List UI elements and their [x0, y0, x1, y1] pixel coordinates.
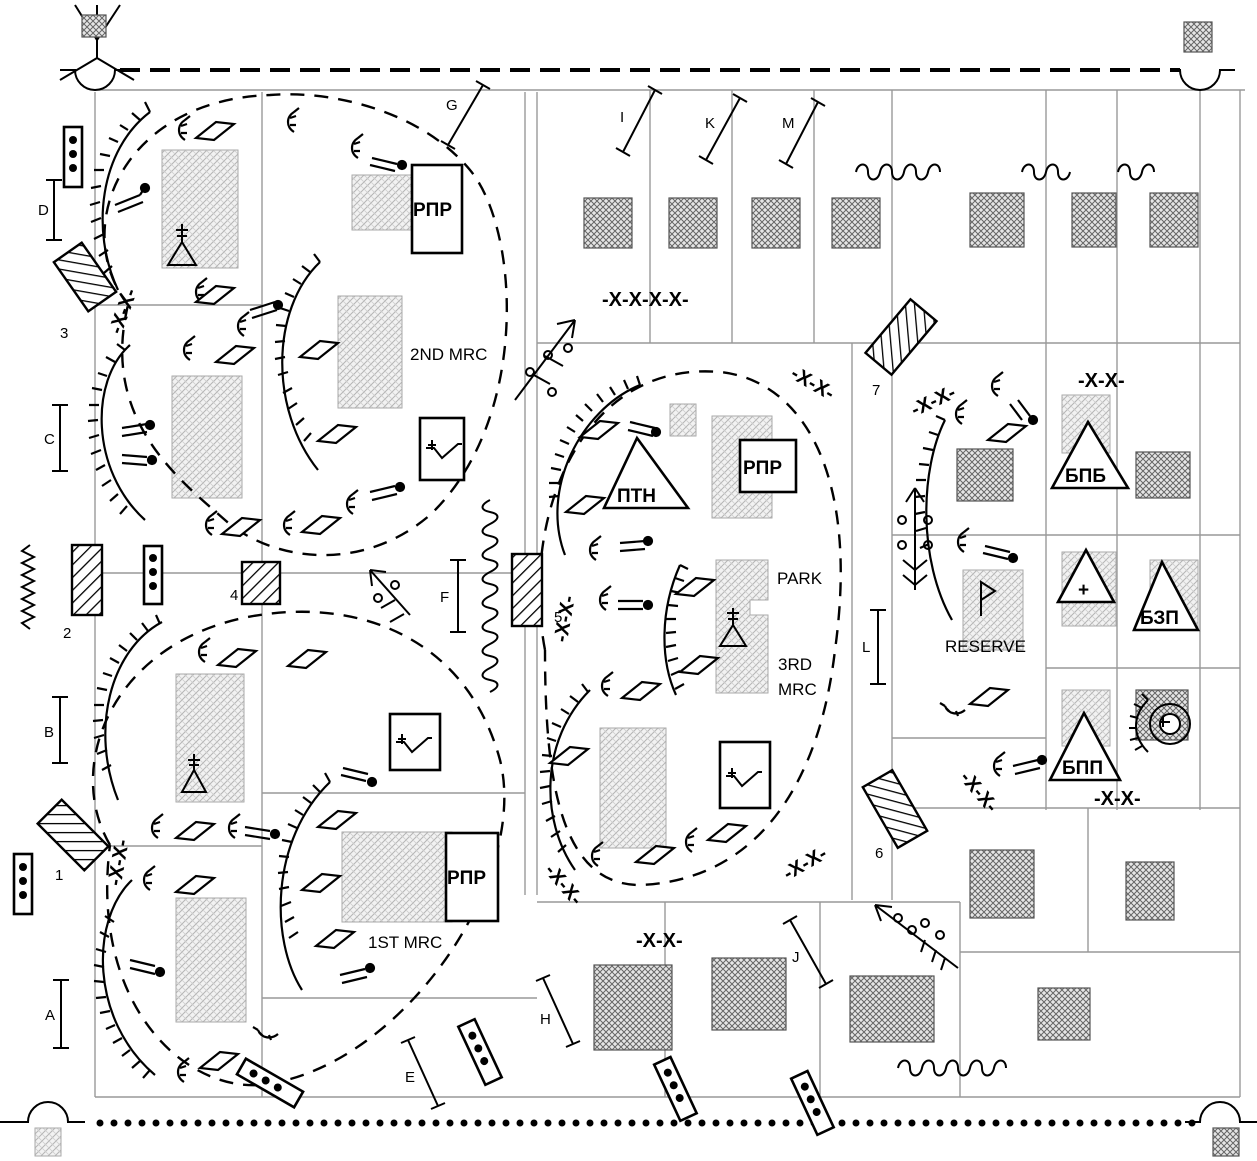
gate-numbers: 1 2 3 4 5 6 7 — [55, 325, 883, 884]
armor-positions — [173, 120, 1029, 1072]
rpr-box-3rd — [738, 438, 798, 494]
letter-M: M — [782, 115, 795, 132]
coil-wire-icon — [481, 499, 499, 693]
coil-wire-icon — [1117, 163, 1155, 181]
signal-light-icon — [142, 544, 164, 606]
label-3rd-line1: 3RD — [778, 655, 812, 674]
coil-wire-icon — [1021, 163, 1071, 181]
gate-barriers — [35, 241, 939, 873]
defence-boundaries — [91, 93, 842, 1087]
medical-plus: + — [1078, 580, 1089, 601]
gate-7-label: 7 — [872, 382, 880, 399]
gate-1-label: 1 — [55, 867, 63, 884]
gate-6-label: 6 — [875, 845, 883, 862]
letter-G: G — [446, 97, 458, 114]
unit-symbols: РПР РПР РПР ПТН БПБ БЗП БПП + — [388, 163, 1201, 923]
ptn-triangle-icon — [601, 435, 691, 510]
arrow-icon — [514, 319, 576, 401]
barrier-4-icon — [240, 560, 282, 606]
letter-K: K — [705, 115, 715, 132]
arrow-icon — [897, 487, 933, 590]
position-letters: D C B A E F G H I J K L M — [38, 97, 870, 1086]
barrier-7-icon — [863, 297, 939, 377]
fighting-positions — [142, 107, 1006, 1083]
rpr-label-1st: РПР — [447, 868, 486, 889]
label-reserve: RESERVE — [945, 637, 1026, 656]
letter-E: E — [405, 1069, 415, 1086]
observation-post-icon — [1129, 693, 1191, 753]
coil-wire-icon — [897, 1059, 1007, 1077]
svg-text:-X-X-: -X-X- — [787, 362, 838, 404]
svg-text:-X-X-: -X-X- — [908, 382, 960, 422]
gate-5-label: 5 — [554, 609, 562, 626]
medical-triangle-icon — [1055, 547, 1117, 604]
signal-light-icon — [652, 1055, 699, 1123]
svg-text:-X-X-: -X-X- — [1094, 788, 1141, 810]
area-labels: 2ND MRC 1ST MRC PARK 3RD MRC RESERVE — [368, 345, 1026, 952]
barrier-1-icon — [35, 797, 111, 873]
bzp-triangle-icon — [1132, 558, 1201, 632]
barrier-6-icon — [861, 768, 929, 850]
arrow-icon — [874, 904, 959, 971]
bpb-triangle-icon — [1049, 419, 1131, 490]
signal-light-icon — [12, 852, 34, 916]
weapon-symbols — [114, 156, 1048, 985]
letter-F: F — [440, 589, 449, 606]
rpr-box-2nd — [410, 163, 464, 255]
signal-lights — [12, 125, 836, 1137]
trench-lines — [87, 101, 953, 1079]
label-1st-mrc: 1ST MRC — [368, 933, 442, 952]
gate-2-label: 2 — [63, 625, 71, 642]
flag-icon — [980, 580, 997, 616]
svg-text:-X-X-: -X-X- — [780, 843, 831, 885]
label-park: PARK — [777, 569, 823, 588]
buildings — [161, 149, 1199, 1051]
letter-C: C — [44, 431, 55, 448]
svg-text:-X-X-X-X-: -X-X-X-X- — [602, 289, 689, 311]
letter-J: J — [792, 949, 800, 966]
ptn-label: ПТН — [617, 486, 656, 507]
letter-A: A — [45, 1007, 55, 1024]
coil-wire — [19, 163, 1155, 1077]
coil-wire-icon — [855, 163, 941, 181]
letter-I: I — [620, 109, 624, 126]
zigzag-obstacle-icon — [19, 544, 37, 630]
signal-light-icon — [235, 1056, 305, 1110]
movement-arrows — [369, 319, 959, 971]
bzp-label: БЗП — [1140, 608, 1179, 629]
label-2nd-mrc: 2ND MRC — [410, 345, 487, 364]
barrier-5-icon — [510, 552, 544, 628]
rpr-label-3rd: РПР — [743, 458, 782, 479]
svg-text:-X-X-: -X-X- — [1078, 370, 1125, 392]
svg-text:-X-X-: -X-X- — [636, 930, 683, 952]
bpb-label: БПБ — [1065, 466, 1106, 487]
perimeter — [0, 4, 1257, 1157]
position-markers — [46, 80, 886, 1110]
svg-text:-X-X-: -X-X- — [955, 767, 1002, 817]
barrier-3-icon — [52, 241, 118, 313]
rpr-box-1st — [444, 831, 500, 923]
rpr-label-2nd: РПР — [413, 200, 452, 221]
signal-light-icon — [456, 1017, 504, 1087]
barrier-2-icon — [70, 543, 104, 617]
letter-B: B — [44, 724, 54, 741]
gate-4-label: 4 — [230, 587, 238, 604]
wire-obstacles: -X-X-X-X- -X-X- -X-X- -X-X- -X-X- -X-X- … — [104, 286, 1141, 952]
label-3rd-line2: MRC — [778, 680, 817, 699]
arrow-icon — [369, 569, 411, 623]
bpp-label: БПП — [1062, 758, 1103, 779]
bpp-triangle-icon — [1047, 710, 1123, 782]
letter-H: H — [540, 1011, 551, 1028]
signal-light-icon — [62, 125, 84, 189]
letter-L: L — [862, 639, 870, 656]
signal-light-icon — [789, 1069, 836, 1137]
letter-D: D — [38, 202, 49, 219]
command-posts — [166, 224, 748, 793]
gate-3-label: 3 — [60, 325, 68, 342]
